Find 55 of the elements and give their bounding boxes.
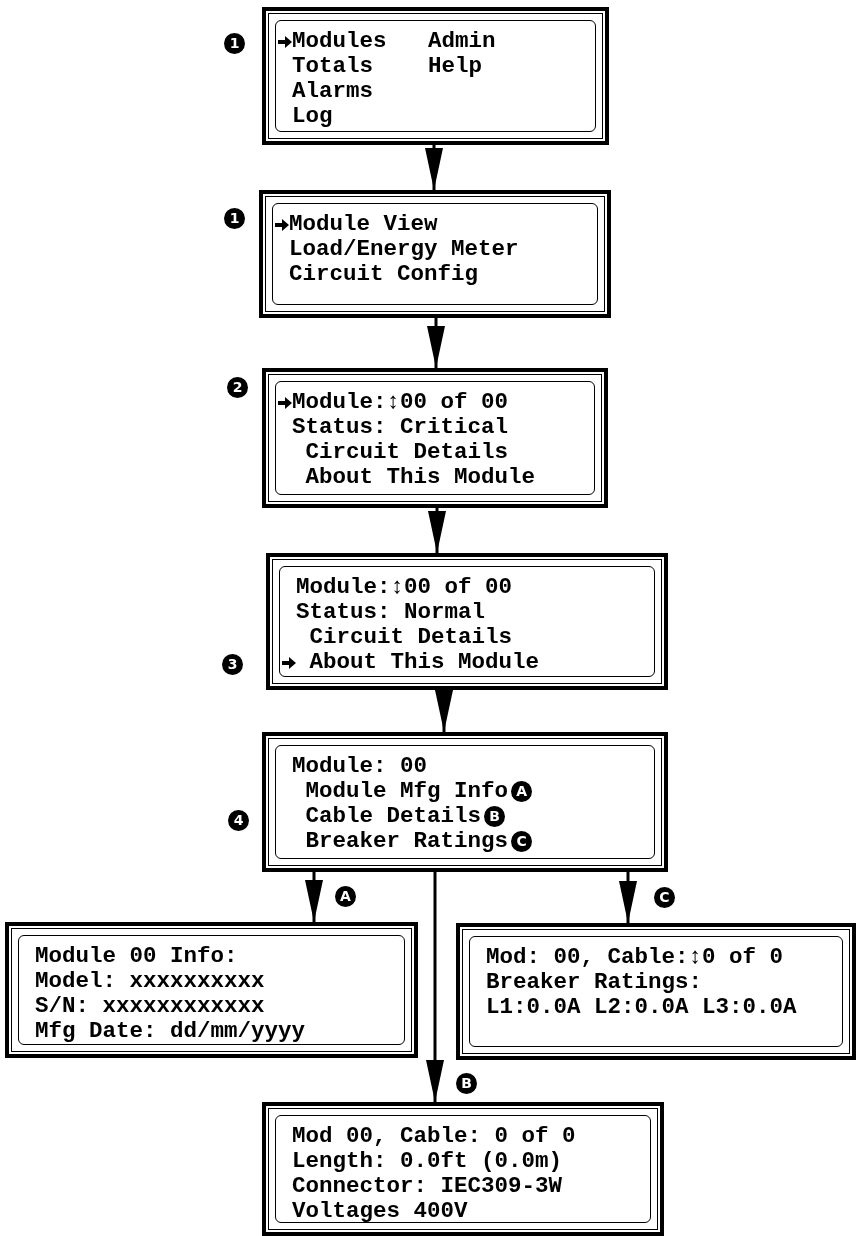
edge-label: B xyxy=(456,1073,477,1094)
lcd-screen xyxy=(456,923,856,1060)
menu-item: Mod 00, Cable: 0 of 0 xyxy=(292,1124,576,1149)
menu-item: S/N: xxxxxxxxxxxx xyxy=(35,994,265,1019)
step-number: 1 xyxy=(224,208,245,229)
step-number: 1 xyxy=(224,33,245,54)
menu-item: Admin xyxy=(428,29,496,54)
menu-item: Breaker Ratings xyxy=(305,829,509,854)
menu-item: Load/Energy Meter xyxy=(289,237,519,262)
menu-item: Length: 0.0ft (0.0m) xyxy=(292,1149,563,1174)
menu-item: Module:↕00 of 00 xyxy=(292,390,509,415)
menu-item: About This Module xyxy=(305,465,536,490)
arrow xyxy=(426,872,444,1102)
arrow xyxy=(435,690,453,732)
menu-item: Circuit Config xyxy=(289,262,479,287)
menu-item: L1:0.0A L2:0.0A L3:0.0A xyxy=(486,995,797,1020)
menu-item: Module View xyxy=(289,212,438,237)
menu-item: Alarms xyxy=(292,79,373,104)
menu-item: Totals xyxy=(292,54,373,79)
arrow xyxy=(425,145,443,190)
menu-item: Breaker Ratings: xyxy=(486,970,703,995)
menu-item: Modules xyxy=(292,29,387,54)
arrow xyxy=(305,872,323,922)
lcd-screen xyxy=(262,7,609,145)
lcd-screen xyxy=(262,1102,664,1236)
arrow xyxy=(427,318,445,368)
lcd-screen xyxy=(259,190,611,318)
menu-item: Circuit Details xyxy=(305,440,509,465)
menu-item: Circuit Details xyxy=(309,625,513,650)
menu-item: Help xyxy=(428,54,482,79)
menu-item: Module:↕00 of 00 xyxy=(296,575,513,600)
lcd-screen xyxy=(266,553,668,690)
menu-item: Status: Critical xyxy=(292,415,509,440)
step-number: 2 xyxy=(227,377,248,398)
menu-item: Mfg Date: dd/mm/yyyy xyxy=(35,1019,306,1044)
lcd-screen xyxy=(262,732,668,872)
step-number: 4 xyxy=(228,810,249,831)
arrow xyxy=(428,508,446,553)
menu-item: Connector: IEC309-3W xyxy=(292,1174,563,1199)
arrow xyxy=(619,872,637,923)
edge-label: C xyxy=(654,887,675,908)
lcd-screen xyxy=(262,368,608,508)
menu-item: Cable Details xyxy=(305,804,482,829)
menu-item: About This Module xyxy=(309,650,540,675)
menu-item: Module 00 Info: xyxy=(35,944,238,969)
menu-item: Log xyxy=(292,104,333,129)
menu-item: Mod: 00, Cable:↕0 of 0 xyxy=(486,945,784,970)
menu-item: Model: xxxxxxxxxx xyxy=(35,969,265,994)
menu-item: Status: Normal xyxy=(296,600,486,625)
edge-label: A xyxy=(335,886,356,907)
step-number: 3 xyxy=(222,654,243,675)
menu-item: Voltages 400V xyxy=(292,1199,468,1224)
lcd-screen xyxy=(5,922,418,1058)
menu-item: Module: 00 xyxy=(292,754,428,779)
menu-item: Module Mfg Info xyxy=(305,779,509,804)
